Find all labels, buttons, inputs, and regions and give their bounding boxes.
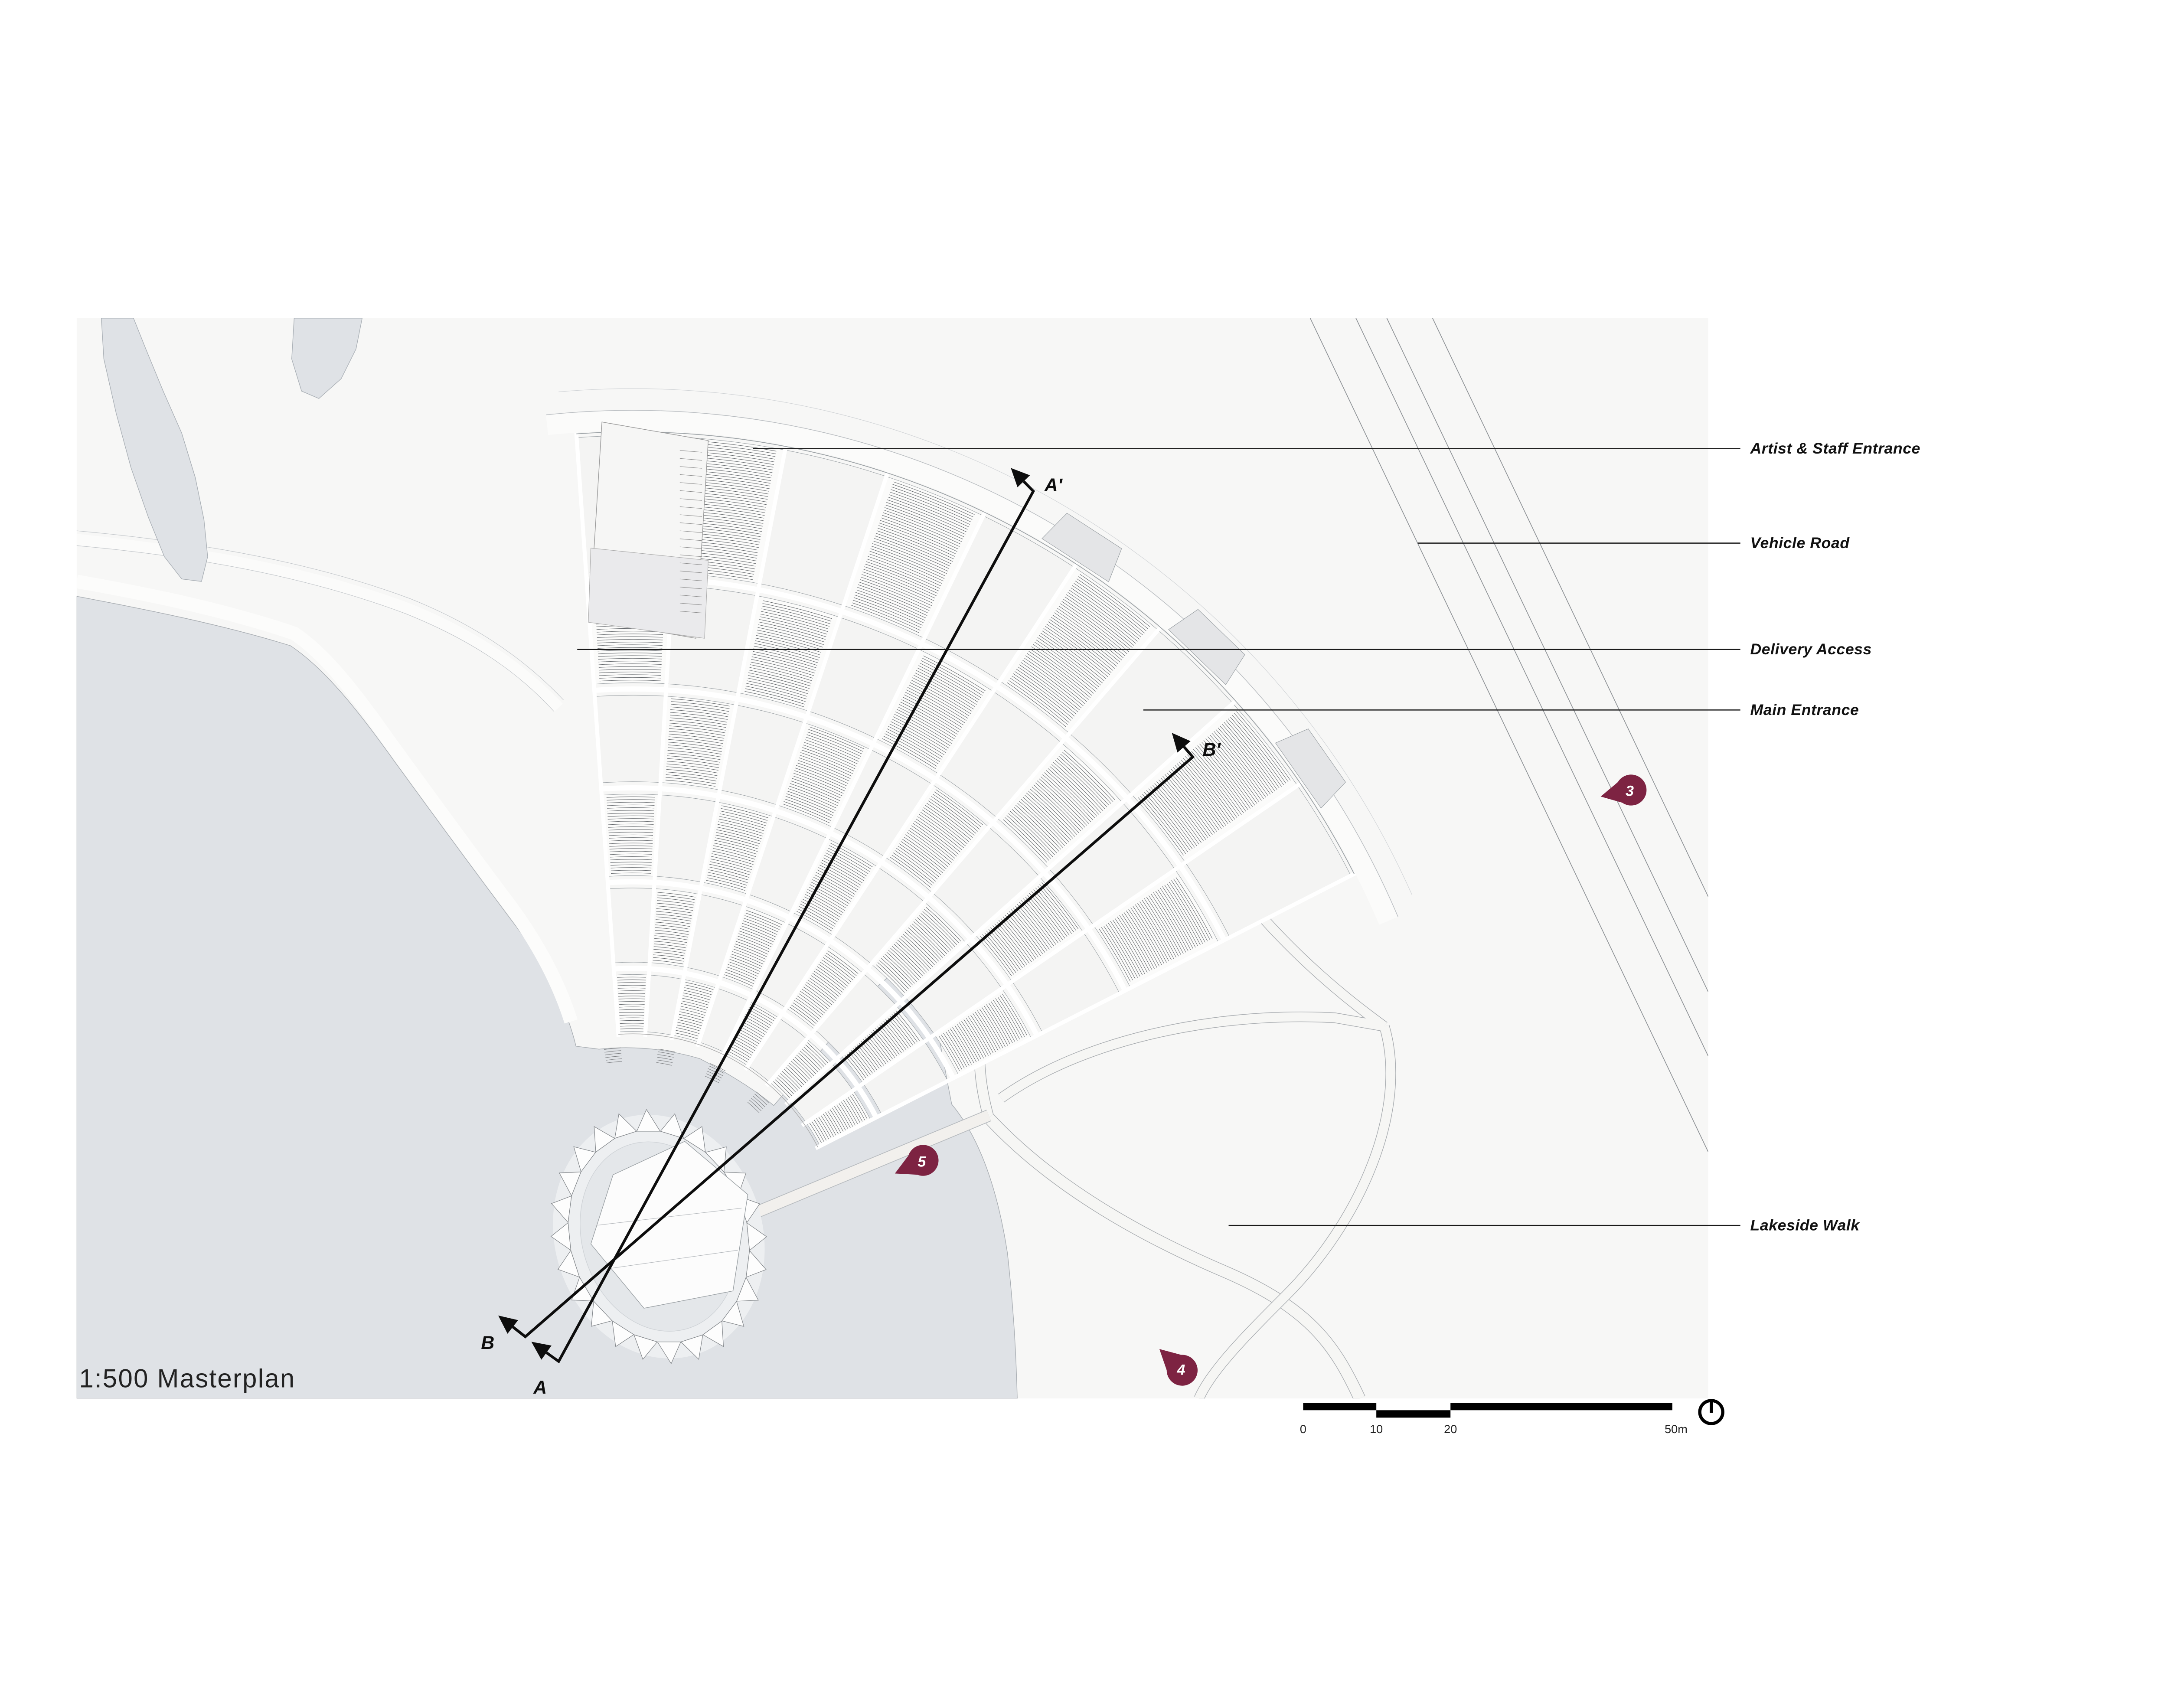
annex-block bbox=[588, 421, 709, 639]
annex-stair-strip bbox=[679, 450, 702, 614]
lakeside-walk-path bbox=[984, 1114, 1365, 1399]
road-b-east-edge bbox=[1432, 318, 1708, 897]
annotation-label-vehicle-road: Vehicle Road bbox=[1750, 534, 1850, 552]
section-arrowhead-a bbox=[531, 1342, 552, 1360]
annotation-leaders bbox=[577, 448, 1740, 1226]
shoreline-promenade bbox=[76, 575, 578, 1024]
road-b-west-edge bbox=[1386, 318, 1708, 992]
marker-number: 3 bbox=[1626, 783, 1634, 800]
location-marker-4: 4 bbox=[1159, 1349, 1198, 1386]
annotation-label-artist-staff-entrance: Artist & Staff Entrance bbox=[1750, 440, 1920, 457]
annotation-label-main-entrance: Main Entrance bbox=[1750, 701, 1859, 718]
annotation-label-delivery-access: Delivery Access bbox=[1750, 640, 1872, 658]
section-arrowhead-b-prime bbox=[1172, 733, 1191, 753]
scale-segment-0-10 bbox=[1303, 1403, 1377, 1411]
marker-pin-shape bbox=[895, 1145, 939, 1176]
bridge bbox=[749, 1110, 991, 1220]
annotation-labels: Artist & Staff Entrance Vehicle Road Del… bbox=[1750, 440, 1920, 1234]
marker-pin-shape bbox=[1159, 1349, 1198, 1386]
marker-number: 5 bbox=[917, 1153, 926, 1170]
island-spike-trusses bbox=[550, 1109, 767, 1365]
page-title: 1:500 Masterplan bbox=[79, 1364, 295, 1393]
section-arrowhead-b bbox=[498, 1315, 518, 1334]
scale-tick-10: 10 bbox=[1370, 1422, 1383, 1436]
section-label-b: B bbox=[481, 1332, 494, 1353]
compass-north-icon bbox=[1698, 1399, 1724, 1425]
skylight-panels bbox=[1042, 513, 1346, 809]
section-arrowhead-a-prime bbox=[1011, 468, 1030, 487]
annotation-label-lakeside-walk: Lakeside Walk bbox=[1750, 1217, 1860, 1234]
location-marker-3: 3 bbox=[1600, 774, 1647, 806]
scale-segment-20-50 bbox=[1450, 1403, 1672, 1411]
road-a-west-edge bbox=[1309, 318, 1708, 1152]
island-central-building bbox=[590, 1141, 748, 1309]
scale-tick-50m: 50m bbox=[1665, 1422, 1688, 1436]
pond bbox=[291, 318, 362, 399]
scale-tick-0: 0 bbox=[1300, 1422, 1306, 1436]
plan-drawing-area: A' A B' B bbox=[76, 318, 1708, 1399]
scale-tick-20: 20 bbox=[1444, 1422, 1457, 1436]
section-label-b-prime: B' bbox=[1203, 739, 1221, 760]
road-a-east-edge bbox=[1355, 318, 1708, 1056]
scale-segment-10-20 bbox=[1376, 1410, 1451, 1418]
marker-pin-shape bbox=[1600, 774, 1647, 806]
location-marker-5: 5 bbox=[895, 1145, 939, 1176]
section-label-a: A bbox=[533, 1377, 547, 1398]
section-line-b: B' B bbox=[481, 733, 1221, 1353]
marker-number: 4 bbox=[1176, 1362, 1185, 1378]
section-label-a-prime: A' bbox=[1044, 475, 1063, 496]
scale-bar: 0 10 20 50m bbox=[1300, 1403, 1688, 1436]
vehicle-roads bbox=[1309, 318, 1708, 1152]
river bbox=[101, 318, 208, 582]
section-line-a: A' A bbox=[531, 468, 1063, 1398]
